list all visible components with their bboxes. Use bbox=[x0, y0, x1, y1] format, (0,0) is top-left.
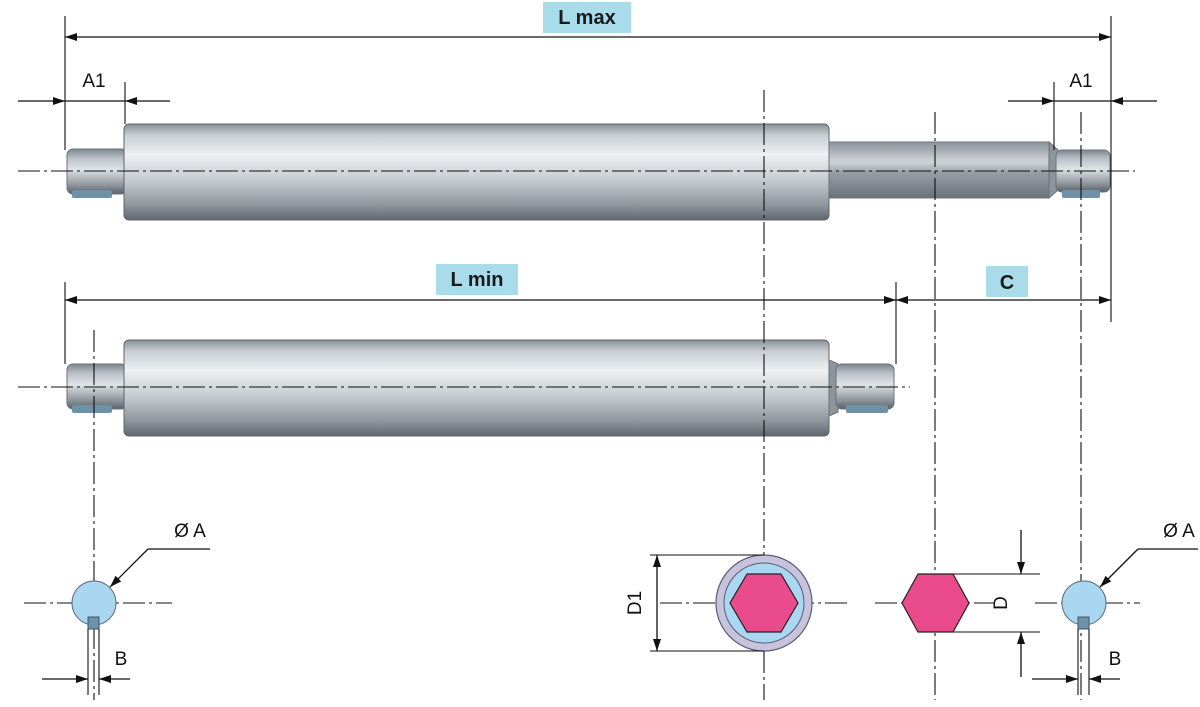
right-key-square bbox=[1077, 616, 1090, 630]
l-max-label: L max bbox=[558, 7, 615, 29]
left-end-section bbox=[42, 548, 210, 695]
hex-piston-rod bbox=[828, 141, 1050, 199]
c-label-box: C bbox=[986, 266, 1028, 297]
a1-left-label: A1 bbox=[82, 71, 105, 92]
left-key-slot-top bbox=[72, 190, 112, 198]
dimension-lines bbox=[18, 33, 1157, 304]
right-key-slot-bottom bbox=[846, 405, 888, 413]
left-key-square bbox=[87, 616, 100, 630]
b-left-label: B bbox=[115, 649, 128, 670]
dia-a-left-label: Ø A bbox=[174, 521, 206, 542]
hex-rod-section bbox=[729, 573, 799, 633]
d1-label: D1 bbox=[625, 591, 646, 615]
dia-a-right-label: Ø A bbox=[1163, 521, 1195, 542]
main-cylinder-top bbox=[123, 123, 830, 221]
hex-rod-profile bbox=[901, 573, 970, 633]
left-key-slot-bottom bbox=[72, 405, 112, 413]
right-end-section bbox=[1032, 548, 1198, 695]
l-max-label-box: L max bbox=[543, 2, 631, 33]
a1-right-label: A1 bbox=[1069, 71, 1092, 92]
l-min-label: L min bbox=[451, 269, 504, 291]
cylinder-section bbox=[650, 554, 813, 652]
d-label: D bbox=[991, 596, 1012, 610]
c-label: C bbox=[1000, 272, 1014, 294]
l-min-label-box: L min bbox=[436, 264, 518, 295]
hex-section bbox=[901, 530, 1040, 677]
main-cylinder-bottom bbox=[123, 339, 830, 437]
b-right-label: B bbox=[1109, 649, 1122, 670]
extended-spring bbox=[66, 123, 1111, 221]
compressed-spring bbox=[66, 339, 895, 437]
